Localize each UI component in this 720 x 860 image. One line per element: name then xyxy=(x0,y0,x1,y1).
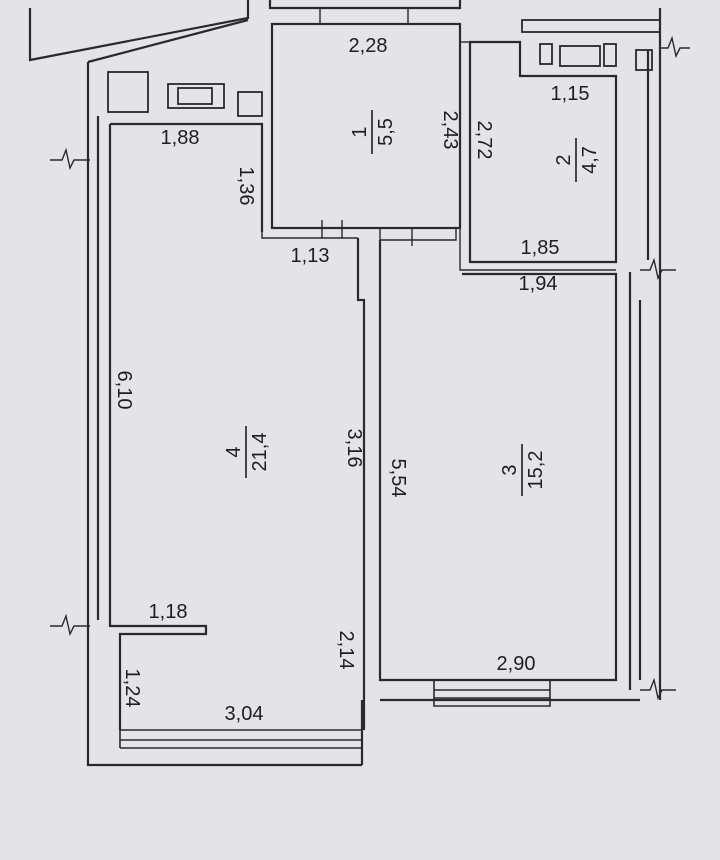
dim-room4-notch: 1,36 xyxy=(235,167,257,206)
room-number-4: 4 xyxy=(223,446,245,457)
dim-room3-top: 1,94 xyxy=(519,273,558,295)
room-3-walls xyxy=(378,240,618,682)
dim-entry-side: 2,14 xyxy=(335,631,357,670)
dim-niche-side: 1,24 xyxy=(121,669,143,708)
room-label-1: 1 5,5 xyxy=(349,110,397,154)
room-number-3: 3 xyxy=(499,464,521,475)
dim-room4-bottom: 3,04 xyxy=(225,703,264,725)
room-2-walls xyxy=(459,40,618,271)
room-label-3: 3 15,2 xyxy=(499,444,547,496)
window-bottom-left xyxy=(119,729,363,749)
window-bottom-right xyxy=(433,680,551,707)
dim-corridor-width: 1,13 xyxy=(291,245,330,267)
room-label-2: 2 4,7 xyxy=(553,138,601,182)
dim-room2-top: 1,15 xyxy=(551,83,590,105)
dim-room2-side: 2,72 xyxy=(473,121,495,160)
dim-room4-side: 6,10 xyxy=(113,371,135,410)
dim-room3-bottom: 2,90 xyxy=(497,653,536,675)
dim-room3-side: 5,54 xyxy=(387,459,409,498)
room-4-walls xyxy=(108,122,366,730)
room-area-1: 5,5 xyxy=(375,118,397,146)
dim-room1-top: 2,28 xyxy=(349,35,388,57)
dim-room1-side: 2,43 xyxy=(439,111,461,150)
room-label-4: 4 21,4 xyxy=(223,426,271,478)
room-number-1: 1 xyxy=(349,126,371,137)
dim-corridor-side: 3,16 xyxy=(343,429,365,468)
room-area-3: 15,2 xyxy=(525,451,547,490)
dim-room2-bottom: 1,85 xyxy=(521,237,560,259)
fixtures xyxy=(107,19,661,117)
room-area-4: 21,4 xyxy=(249,433,271,472)
room-number-2: 2 xyxy=(553,154,575,165)
break-markers xyxy=(50,35,690,701)
walls xyxy=(28,0,662,767)
dim-niche-width: 1,18 xyxy=(149,601,188,623)
dim-room4-top: 1,88 xyxy=(161,127,200,149)
room-area-2: 4,7 xyxy=(579,146,601,174)
